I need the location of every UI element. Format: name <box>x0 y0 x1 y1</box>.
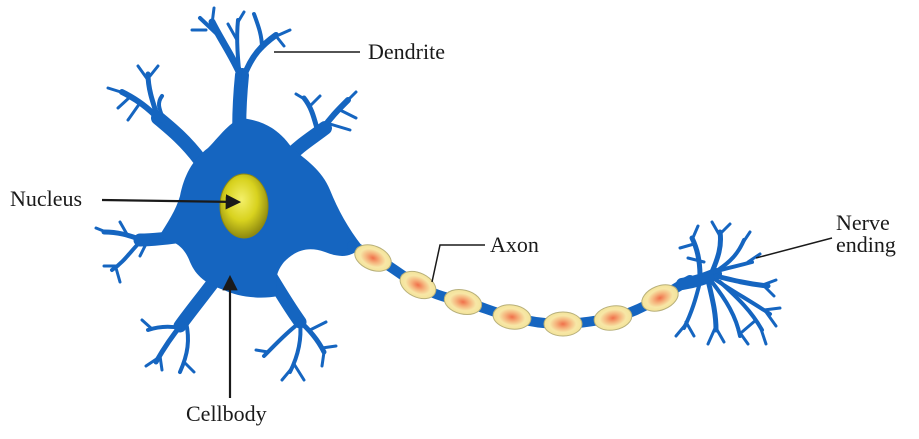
cellbody-label: Cellbody <box>186 401 267 426</box>
axon-leader-line <box>431 244 485 283</box>
dendrites <box>94 6 358 382</box>
myelin-sheaths <box>354 244 679 337</box>
dendrite-branch-upper-right <box>278 90 358 167</box>
myelin-sheath <box>492 304 532 330</box>
myelin-sheath <box>399 270 437 300</box>
axon <box>347 241 695 337</box>
nerve-ending-label-line1: Nerve <box>836 210 890 235</box>
nucleus-label: Nucleus <box>10 186 82 211</box>
myelin-sheath <box>593 305 633 331</box>
axon-label: Axon <box>490 232 539 257</box>
dendrite-branch-lower-left <box>140 273 222 374</box>
dendrite-branch-upper-left <box>106 64 207 167</box>
nucleus-arrow <box>101 194 242 210</box>
dendrite-label: Dendrite <box>368 39 445 64</box>
myelin-sheath <box>354 244 392 272</box>
myelin-sheath <box>543 311 583 337</box>
nucleus-shape <box>219 173 269 239</box>
nerve-ending-label-line2: ending <box>836 232 896 257</box>
myelin-sheath <box>641 284 679 312</box>
nerve-ending-leader-line <box>755 237 833 259</box>
nerve-ending-label: Nerve ending <box>836 210 896 257</box>
myelin-sheath <box>443 288 483 316</box>
nerve-ending <box>674 220 782 346</box>
